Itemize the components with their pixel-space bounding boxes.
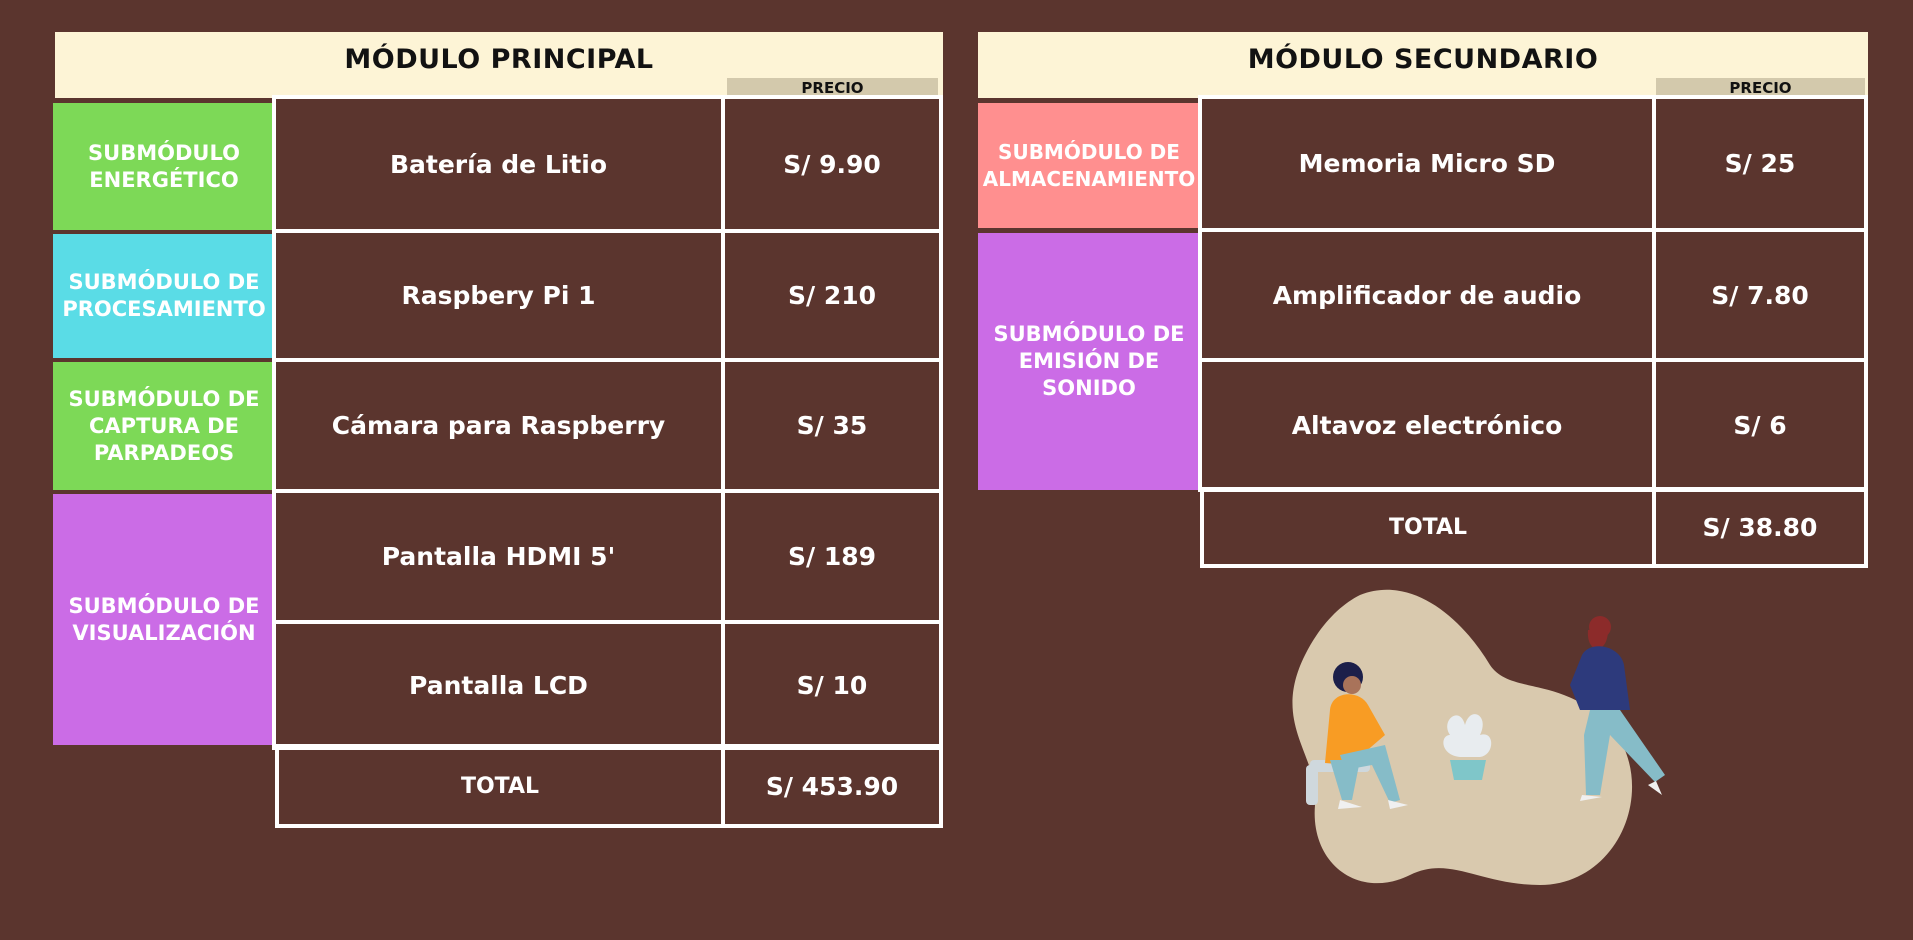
secundario-item-cell: Altavoz electrónico [1198, 358, 1656, 492]
secundario-total-label: TOTAL [1200, 487, 1656, 568]
submodule-procesamiento: SUBMÓDULO DE PROCESAMIENTO [53, 234, 275, 358]
principal-item-cell: Raspbery Pi 1 [272, 229, 725, 362]
secundario-item-cell: Memoria Micro SD [1198, 95, 1656, 232]
sitting-person-icon [1306, 662, 1408, 809]
submodule-almacenamiento: SUBMÓDULO DE ALMACENAMIENTO [978, 103, 1200, 228]
plant-icon [1443, 714, 1492, 780]
secundario-price-cell: S/ 6 [1652, 358, 1868, 492]
secundario-price-header: PRECIO [1656, 78, 1865, 98]
submodule-emision-sonido: SUBMÓDULO DE EMISIÓN DE SONIDO [978, 233, 1200, 490]
principal-item-cell: Cámara para Raspberry [272, 358, 725, 493]
principal-price-cell: S/ 9.90 [721, 95, 943, 233]
walking-person-icon [1570, 616, 1665, 801]
people-walking-illustration [1290, 585, 1670, 895]
principal-item-cell: Pantalla HDMI 5' [272, 489, 725, 624]
submodule-energetico: SUBMÓDULO ENERGÉTICO [53, 103, 275, 230]
secundario-total-value: S/ 38.80 [1652, 487, 1868, 568]
secundario-title: MÓDULO SECUNDARIO [1247, 44, 1599, 75]
principal-price-cell: S/ 210 [721, 229, 943, 362]
principal-title: MÓDULO PRINCIPAL [344, 44, 654, 75]
secundario-item-cell: Amplificador de audio [1198, 228, 1656, 362]
principal-item-cell: Batería de Litio [272, 95, 725, 233]
principal-price-header: PRECIO [727, 78, 938, 98]
secundario-price-cell: S/ 25 [1652, 95, 1868, 232]
principal-title-bar: MÓDULO PRINCIPAL [55, 32, 943, 98]
principal-total-label: TOTAL [275, 744, 725, 828]
secundario-price-cell: S/ 7.80 [1652, 228, 1868, 362]
principal-price-cell: S/ 10 [721, 620, 943, 750]
principal-price-cell: S/ 189 [721, 489, 943, 624]
submodule-captura: SUBMÓDULO DE CAPTURA DE PARPADEOS [53, 362, 275, 490]
principal-total-value: S/ 453.90 [721, 744, 943, 828]
submodule-visualizacion: SUBMÓDULO DE VISUALIZACIÓN [53, 494, 275, 745]
principal-item-cell: Pantalla LCD [272, 620, 725, 750]
principal-price-cell: S/ 35 [721, 358, 943, 493]
